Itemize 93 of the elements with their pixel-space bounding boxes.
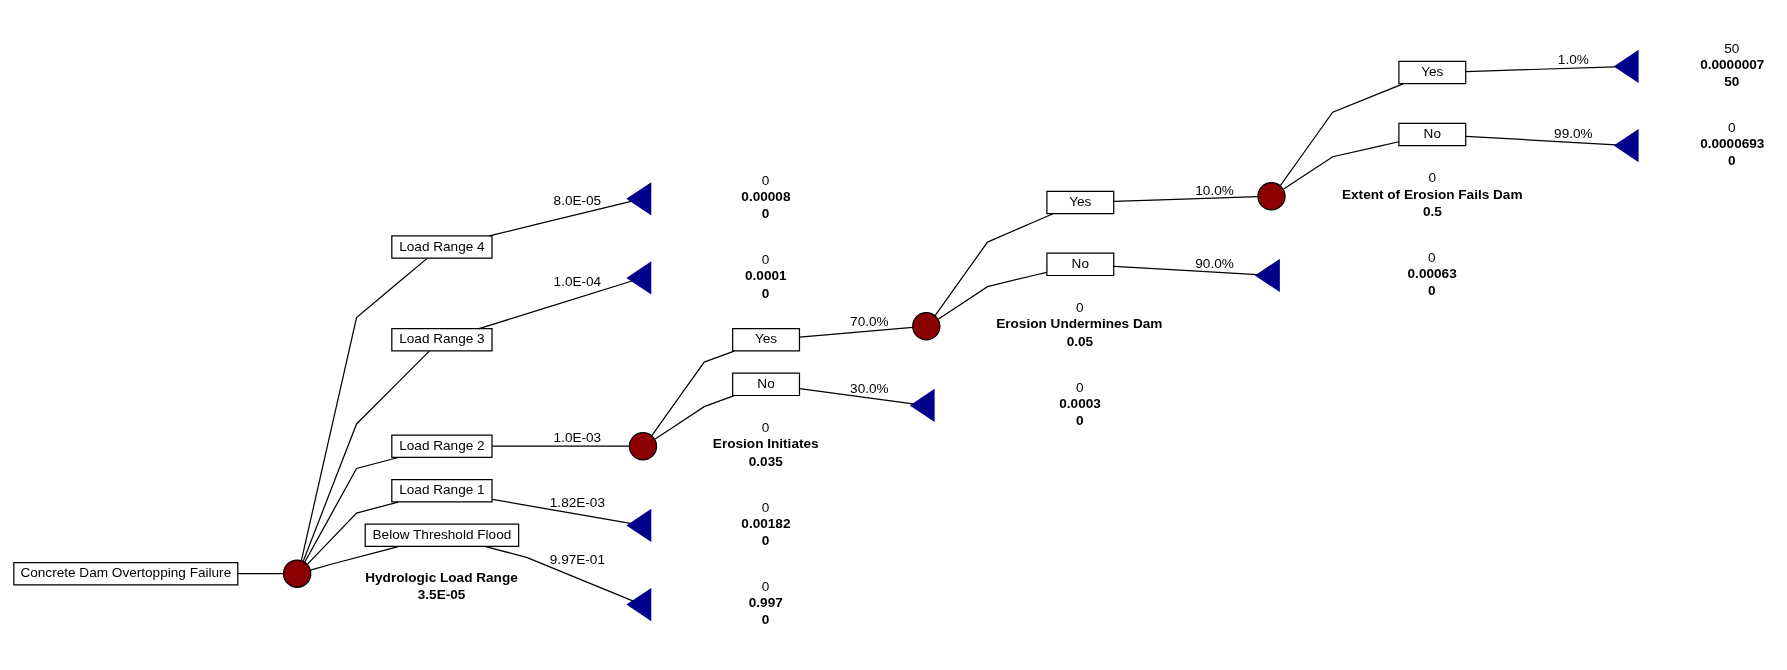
node-label: 0.05 [1066, 333, 1094, 349]
node-label: 0 [761, 285, 770, 301]
edge-label: 10.0% [1195, 182, 1234, 198]
node-label: 0 [1427, 282, 1436, 298]
connector [304, 456, 399, 563]
node-label: 0.997 [748, 594, 783, 610]
connector [488, 200, 632, 236]
node-label: 0 [1428, 169, 1437, 185]
node-label: 0.0000007 [1700, 56, 1765, 72]
node-label: 0 [761, 578, 770, 594]
node-label: 0.035 [748, 453, 783, 469]
node-label: 0 [761, 499, 770, 515]
connector [306, 500, 399, 565]
node-circle [912, 311, 941, 340]
node-box: Load Range 4 [391, 234, 493, 259]
node-label: 0.0003 [1059, 395, 1101, 411]
node-label: Extent of Erosion Fails Dam [1341, 186, 1523, 202]
node-label: 0 [1075, 379, 1084, 395]
node-label: 0 [761, 532, 770, 548]
node-label: 0 [761, 419, 770, 435]
node-triangle [1254, 258, 1280, 292]
node-box: No [732, 372, 801, 396]
connector [799, 387, 914, 404]
edge-label: 1.0E-04 [553, 273, 602, 289]
node-label: 0 [761, 251, 770, 267]
connector [302, 350, 430, 562]
node-label: 0.0000693 [1700, 135, 1765, 151]
node-label: 0 [1427, 249, 1436, 265]
connector [478, 279, 633, 329]
node-label: Erosion Initiates [712, 435, 819, 451]
node-label: 0.00008 [741, 188, 791, 204]
node-label: 0 [1075, 412, 1084, 428]
node-label: 0.0001 [745, 267, 787, 283]
node-box: Yes [1046, 190, 1115, 214]
node-circle [628, 431, 658, 460]
connector [1279, 82, 1404, 186]
node-box: Load Range 2 [391, 434, 493, 458]
connector [491, 498, 631, 524]
node-label: 0.00063 [1407, 265, 1457, 281]
node-box: No [1398, 122, 1467, 146]
node-label: 0 [1075, 299, 1084, 315]
connector [937, 271, 1048, 320]
connector [300, 257, 428, 561]
node-triangle [909, 388, 935, 422]
node-box: Yes [1398, 60, 1467, 84]
node-triangle [626, 181, 652, 215]
edge-label: 1.0% [1557, 51, 1589, 67]
edge-label: 8.0E-05 [553, 192, 602, 208]
connector [491, 445, 630, 447]
node-box: No [1046, 252, 1115, 276]
connector [1113, 265, 1258, 275]
node-triangle [1613, 49, 1639, 83]
connector [1465, 135, 1617, 145]
node-circle [282, 558, 312, 588]
node-box: Yes [732, 327, 801, 352]
connector [237, 572, 285, 574]
node-box: Below Threshold Flood [364, 523, 520, 547]
connector [309, 545, 399, 571]
node-box: Load Range 3 [391, 327, 493, 352]
node-label: Erosion Undermines Dam [996, 315, 1163, 331]
node-label: Hydrologic Load Range [365, 569, 518, 585]
connector [934, 212, 1054, 316]
node-label: 50 [1724, 73, 1740, 89]
node-box: Concrete Dam Overtopping Failure [13, 561, 239, 585]
edge-label: 9.97E-01 [549, 551, 605, 567]
connector [485, 545, 634, 602]
connector [654, 394, 735, 440]
edge-label: 1.82E-03 [549, 494, 605, 510]
connector [1465, 65, 1616, 72]
node-label: 0 [1728, 119, 1736, 135]
edge-label: 99.0% [1554, 125, 1593, 141]
node-label: 0 [761, 611, 770, 627]
node-triangle [626, 508, 652, 542]
connector [1283, 140, 1400, 190]
node-label: 0 [761, 205, 770, 221]
node-label: 0 [761, 172, 770, 188]
node-triangle [1613, 128, 1639, 162]
node-label: 0 [1728, 152, 1736, 168]
node-label: 50 [1724, 40, 1740, 56]
connector [799, 326, 914, 338]
node-label: 3.5E-05 [417, 586, 466, 602]
node-box: Load Range 1 [391, 478, 493, 503]
connector [651, 350, 735, 436]
connector [1113, 195, 1259, 202]
node-triangle [626, 260, 652, 295]
edge-label: 1.0E-03 [553, 429, 602, 445]
edge-label: 30.0% [850, 380, 889, 396]
node-label: 0.00182 [741, 515, 791, 531]
edge-label: 70.0% [850, 313, 889, 329]
edge-label: 90.0% [1195, 255, 1234, 271]
node-label: 0.5 [1423, 203, 1442, 219]
node-circle [1257, 181, 1286, 211]
node-triangle [626, 587, 652, 621]
